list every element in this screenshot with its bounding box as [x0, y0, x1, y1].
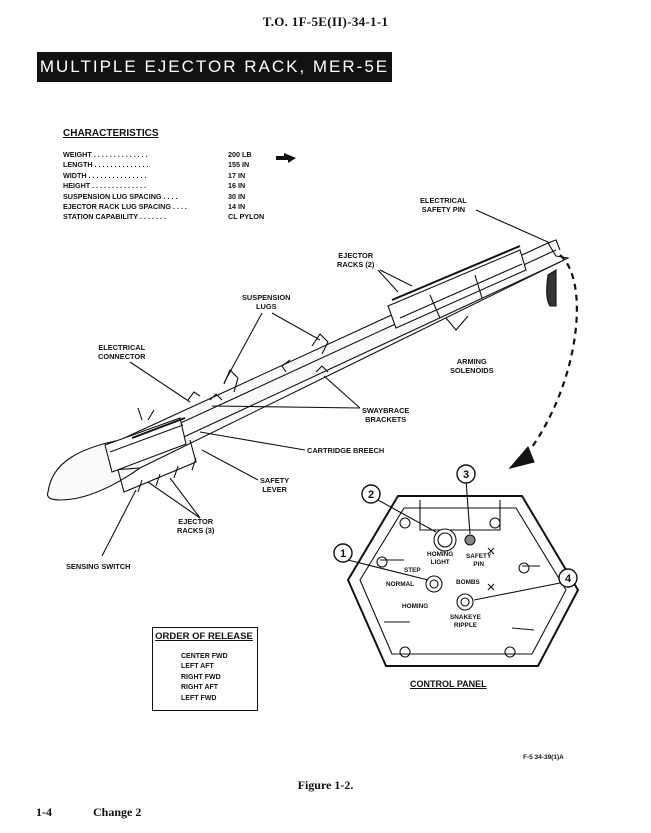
label-line: LIGHT — [430, 558, 450, 566]
label-line: LUGS — [255, 302, 277, 311]
spec-key: EJECTOR RACK LUG SPACING . . . . — [63, 202, 187, 212]
label-arming-solenoids: ARMING SOLENOIDS — [450, 357, 494, 375]
figure-caption: Figure 1-2. — [297, 778, 354, 792]
figure-reference: F-5 34-39(1)A — [523, 754, 564, 761]
order-of-release-heading: ORDER OF RELEASE — [155, 631, 253, 642]
label-safety-pin: SAFETY PIN — [466, 553, 491, 568]
label-cartridge-breech: CARTRIDGE BREECH — [307, 446, 385, 455]
spec-value: 14 IN — [228, 202, 246, 212]
control-panel-title: CONTROL PANEL — [410, 679, 487, 689]
spec-value: 16 IN — [228, 181, 246, 191]
callout-number-1: 1 — [340, 548, 346, 560]
label-suspension-lugs: SUSPENSION LUGS — [242, 293, 290, 311]
list-item: LEFT FWD — [181, 694, 217, 702]
label-line: EJECTOR — [338, 251, 374, 260]
list-item: RIGHT AFT — [181, 684, 219, 692]
label-line: SAFETY — [260, 476, 290, 485]
label-normal: NORMAL — [386, 581, 415, 588]
spec-key: STATION CAPABILITY . . . . . . . — [63, 212, 166, 222]
label-line: SOLENOIDS — [450, 366, 494, 375]
characteristics-table: WEIGHT . . . . . . . . . . . . . . 200 LB… — [63, 150, 264, 223]
list-item: CENTER FWD — [181, 653, 228, 660]
characteristics-heading: CHARACTERISTICS — [63, 128, 159, 139]
label-electrical-connector: ELECTRICAL CONNECTOR — [98, 343, 146, 361]
list-item: RIGHT FWD — [181, 673, 221, 681]
label-line: SNAKEYE — [450, 614, 481, 621]
spec-row: WIDTH . . . . . . . . . . . . . . . 17 IN — [63, 171, 264, 181]
change-number: Change 2 — [93, 805, 142, 819]
label-line: ARMING — [456, 357, 487, 366]
spec-value: CL PYLON — [228, 212, 265, 222]
label-line: SUSPENSION — [242, 293, 291, 302]
label-step: STEP — [404, 567, 421, 574]
spec-key: HEIGHT . . . . . . . . . . . . . . — [63, 181, 147, 191]
label-bombs: BOMBS — [456, 579, 480, 586]
label-line: RACKS (2) — [337, 260, 375, 269]
label-line: BRACKETS — [365, 415, 407, 424]
list-item: LEFT AFT — [181, 663, 214, 671]
label-line: SWAYBRACE — [362, 406, 410, 415]
label-safety-lever: SAFETY LEVER — [260, 476, 289, 494]
spec-value: 155 IN — [228, 160, 250, 170]
label-line: EJECTOR — [178, 517, 214, 526]
spec-value: 30 IN — [228, 191, 246, 201]
label-line: ELECTRICAL — [98, 343, 146, 352]
label-electrical-safety-pin: ELECTRICAL SAFETY PIN — [420, 196, 467, 214]
callout-number-4: 4 — [565, 573, 572, 585]
spec-row: EJECTOR RACK LUG SPACING . . . . 14 IN — [63, 202, 264, 212]
label-homing-light: HOMING LIGHT — [427, 551, 453, 566]
label-ejector-racks-2: EJECTOR RACKS (2) — [337, 251, 374, 269]
spec-value: 200 LB — [228, 150, 252, 159]
label-snakeye-ripple: SNAKEYE RIPPLE — [450, 614, 481, 629]
label-ejector-racks-3: EJECTOR RACKS (3) — [177, 517, 214, 535]
label-line: RACKS (3) — [177, 526, 215, 535]
label-line: SAFETY — [466, 553, 492, 560]
label-line: LEVER — [262, 485, 287, 494]
label-sensing-switch: SENSING SWITCH — [66, 562, 131, 571]
label-line: RIPPLE — [453, 621, 477, 629]
callout-number-3: 3 — [463, 469, 469, 481]
spec-key: WEIGHT . . . . . . . . . . . . . . — [63, 150, 148, 159]
spec-key: WIDTH . . . . . . . . . . . . . . . — [63, 170, 147, 180]
label-line: CONNECTOR — [98, 352, 146, 361]
spec-row: WEIGHT . . . . . . . . . . . . . . 200 LB — [63, 150, 264, 160]
callout-number-2: 2 — [368, 489, 374, 501]
spec-row: SUSPENSION LUG SPACING . . . . 30 IN — [63, 192, 264, 202]
spec-row: LENGTH . . . . . . . . . . . . . . 155 IN — [63, 160, 264, 170]
label-line: HOMING — [427, 551, 454, 558]
label-line: ELECTRICAL — [420, 196, 467, 205]
label-line: PIN — [473, 560, 484, 568]
document-header: T.O. 1F-5E(II)-34-1-1 — [262, 14, 389, 29]
label-line: SAFETY PIN — [421, 205, 466, 214]
label-swaybrace-brackets: SWAYBRACE BRACKETS — [362, 406, 409, 424]
change-bar-icon — [276, 150, 296, 163]
page-number: 1-4 — [36, 805, 52, 819]
label-homing: HOMING — [402, 603, 429, 610]
spec-row: HEIGHT . . . . . . . . . . . . . . 16 IN — [63, 181, 264, 191]
spec-key: LENGTH . . . . . . . . . . . . . . — [63, 160, 149, 170]
spec-row: STATION CAPABILITY . . . . . . . CL PYLON — [63, 212, 264, 222]
spec-value: 17 IN — [228, 170, 246, 180]
page-title: MULTIPLE EJECTOR RACK, MER-5E — [37, 52, 392, 82]
order-of-release-box — [152, 627, 258, 711]
order-of-release-list: CENTER FWD LEFT AFT RIGHT FWD RIGHT AFT … — [181, 652, 228, 704]
spec-key: SUSPENSION LUG SPACING . . . . — [63, 191, 178, 201]
